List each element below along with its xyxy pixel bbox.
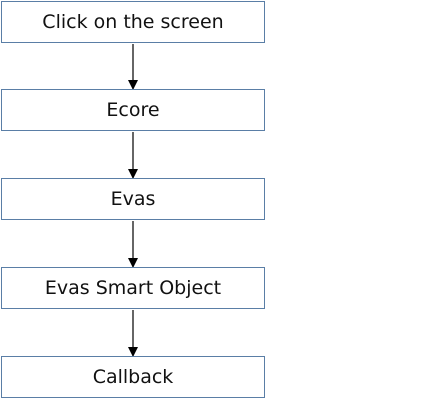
node-label: Evas Smart Object: [44, 277, 222, 299]
node-callback: Callback: [1, 356, 265, 398]
node-evas-smart-object: Evas Smart Object: [1, 267, 265, 309]
node-label: Evas: [110, 188, 156, 210]
node-click-on-the-screen: Click on the screen: [1, 1, 265, 43]
node-label: Ecore: [106, 99, 160, 121]
node-label: Callback: [92, 366, 174, 388]
node-ecore: Ecore: [1, 89, 265, 131]
node-evas: Evas: [1, 178, 265, 220]
node-label: Click on the screen: [42, 11, 224, 33]
